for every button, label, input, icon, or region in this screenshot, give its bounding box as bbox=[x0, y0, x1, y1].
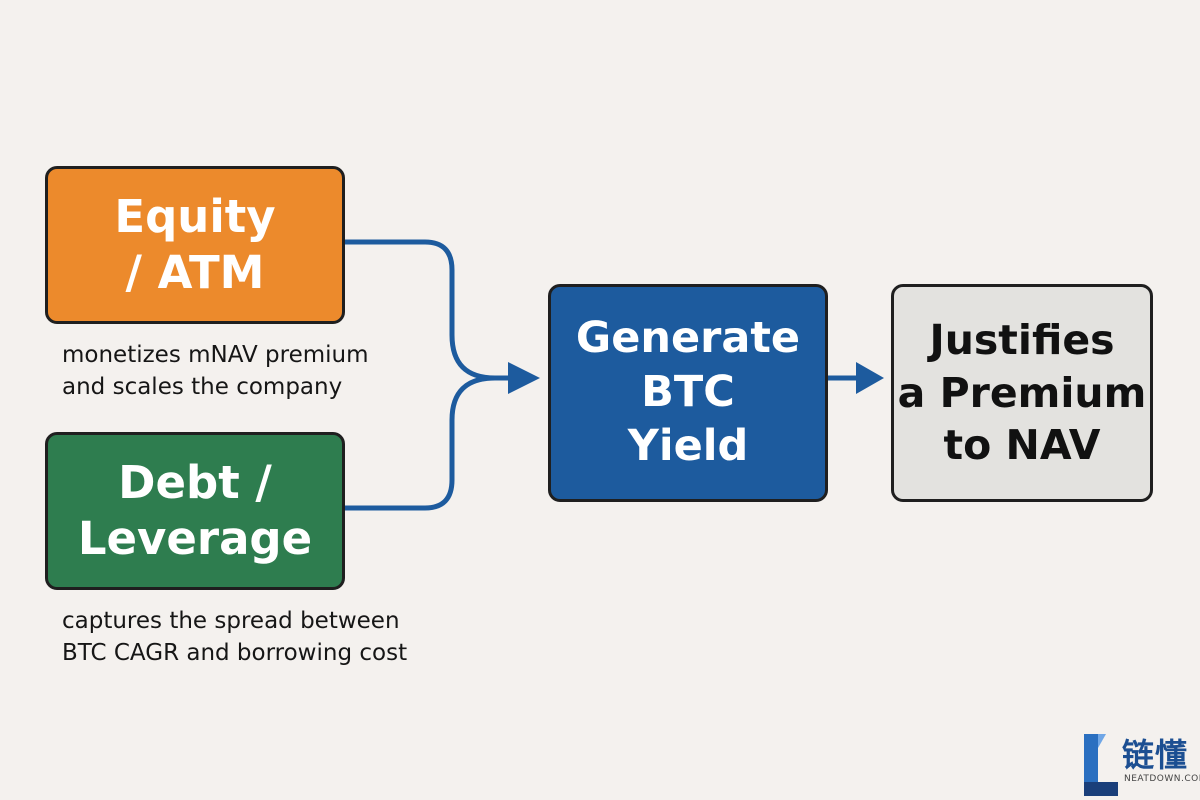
generate-btc-yield-box: Generate BTC Yield bbox=[548, 284, 828, 502]
watermark-chinese-text: 链懂 bbox=[1122, 736, 1189, 774]
equity-caption: monetizes mNAV premium and scales the co… bbox=[62, 339, 369, 403]
equity-caption-line-2: and scales the company bbox=[62, 374, 343, 400]
justifies-box-line-3: to NAV bbox=[943, 421, 1101, 470]
justifies-premium-box: Justifies a Premium to NAV bbox=[891, 284, 1153, 502]
debt-leverage-box: Debt / Leverage bbox=[45, 432, 345, 590]
arrowhead-into-justifies bbox=[856, 362, 884, 394]
equity-atm-box: Equity / ATM bbox=[45, 166, 345, 324]
neatdown-logo-icon bbox=[1084, 734, 1118, 796]
equity-box-line-2: / ATM bbox=[125, 246, 265, 299]
equity-box-line-1: Equity bbox=[114, 189, 276, 243]
arrowhead-into-generate bbox=[508, 362, 540, 394]
neatdown-watermark: 链懂 NEATDOWN.COM bbox=[1078, 728, 1200, 800]
debt-caption: captures the spread between BTC CAGR and… bbox=[62, 605, 407, 669]
justifies-box-line-2: a Premium bbox=[897, 368, 1147, 417]
generate-box-line-1: Generate bbox=[575, 313, 801, 364]
connector-debt-to-generate bbox=[345, 375, 510, 511]
debt-box-line-2: Leverage bbox=[77, 512, 313, 565]
debt-caption-line-1: captures the spread between bbox=[62, 608, 400, 634]
connector-equity-to-generate bbox=[345, 239, 510, 381]
debt-box-line-1: Debt / bbox=[118, 455, 272, 509]
watermark-site-text: NEATDOWN.COM bbox=[1124, 774, 1200, 784]
generate-box-line-2: BTC bbox=[641, 367, 735, 418]
justifies-box-line-1: Justifies bbox=[929, 316, 1115, 365]
equity-caption-line-1: monetizes mNAV premium bbox=[62, 342, 369, 368]
debt-caption-line-2: BTC CAGR and borrowing cost bbox=[62, 640, 408, 666]
generate-box-line-3: Yield bbox=[627, 420, 749, 471]
